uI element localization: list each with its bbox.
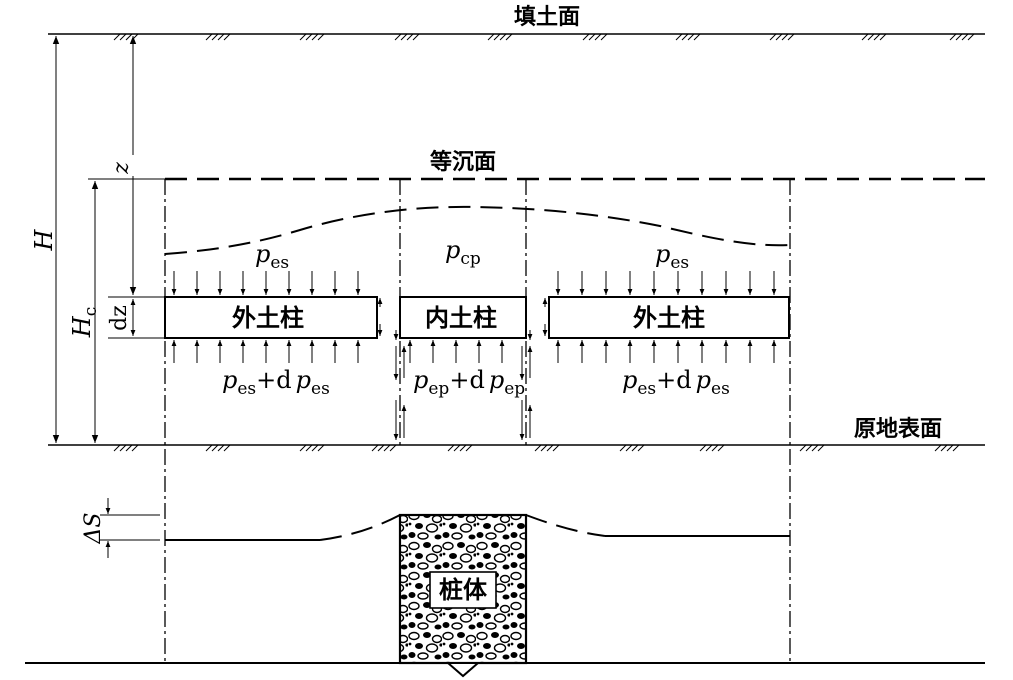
settlement-profile-dash-right [525, 514, 606, 537]
shear-arrows [377, 298, 548, 440]
dimension-Hc-label: Hc [68, 307, 101, 338]
pressure-label-top-center: pcp [445, 236, 481, 269]
dimension-dz-label: dz [107, 305, 132, 331]
top-pressure-arrows [171, 271, 777, 295]
fill-surface-hatch [113, 33, 975, 41]
inner-soil-column-box [399, 296, 527, 339]
bottom-pressure-arrows [171, 340, 777, 363]
pressure-label-top-right: pes [655, 240, 689, 273]
stress-distribution-curve [164, 205, 791, 255]
pile-tip [445, 662, 481, 678]
pressure-label-top-left: pes [255, 240, 289, 273]
delta-s-label: ΔS [81, 513, 106, 545]
dimension-z-label-top: z [109, 162, 134, 175]
dimension-H-label: H [30, 228, 58, 251]
settlement-profile-dash-left [319, 514, 401, 541]
pile-body-label-box [429, 571, 497, 609]
pile-body-label: 桩体 [439, 576, 488, 604]
inner-soil-column-label: 内土柱 [425, 304, 497, 332]
fill-surface-label: 填土面 [514, 5, 580, 30]
equal-settlement-plane-label: 等沉面 [430, 149, 496, 175]
outer-soil-column-left-label: 外土柱 [232, 304, 304, 332]
outer-soil-column-right-label: 外土柱 [633, 304, 705, 332]
original-ground-hatch [113, 444, 960, 452]
outer-soil-column-left-box [164, 296, 378, 339]
original-ground-surface-label: 原地表面 [854, 417, 942, 442]
outer-soil-column-right-box [548, 296, 790, 339]
